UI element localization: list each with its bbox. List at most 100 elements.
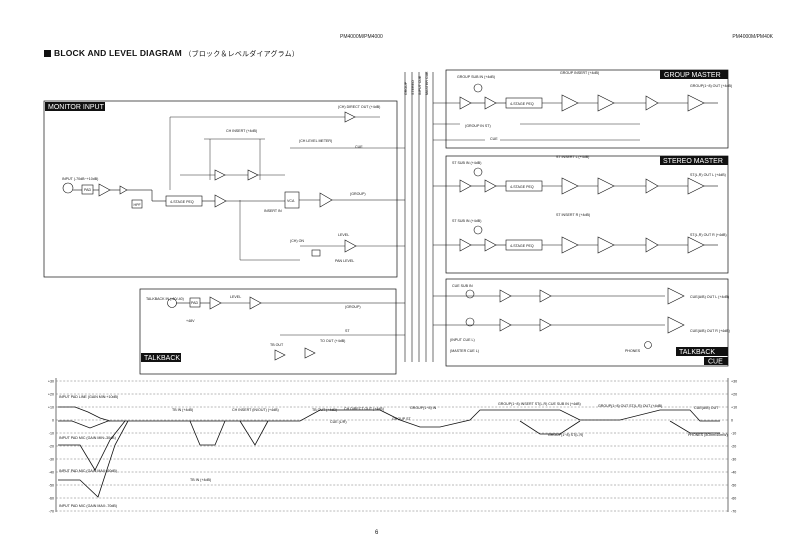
tb-level-amp (249, 296, 262, 310)
talkback-label: TALKBACK (144, 355, 180, 362)
phantom-label: +48V (186, 319, 195, 323)
st-r-amp2 (484, 238, 497, 252)
level-trace-line (58, 406, 111, 422)
right-tick-label: -30 (731, 458, 736, 462)
tb-group-label: (GROUP) (345, 305, 361, 309)
st-r-insert-return (597, 236, 615, 254)
monitor-input-label: MONITOR INPUT (48, 104, 105, 111)
left-tick-label: -60 (49, 497, 54, 501)
level-trace-mic-max (58, 420, 129, 498)
ch-insert-label: CH INSERT (+4dB) (226, 129, 257, 133)
st-insert-r-label: ST INSERT R (+4dB) (556, 213, 590, 217)
right-tick-label: -70 (731, 510, 736, 514)
title-japanese: （ブロック＆レベルダイアグラム） (184, 51, 300, 58)
right-tick-label: +30 (731, 380, 737, 384)
talkback-in-label: TALKBACK IN (-60/-40) (146, 297, 184, 301)
cue-r-amp1 (499, 318, 512, 332)
lv-group-in: GROUP(1~8) IN (410, 406, 437, 410)
header-center: PM4000M/PM4000 (340, 34, 383, 40)
header-right: PM4000M/PM40K (732, 34, 773, 40)
page-title: BLOCK AND LEVEL DIAGRAM （ブロック＆レベルダイアグラム） (44, 48, 299, 59)
to-out-amp (304, 347, 316, 359)
st-r-sum-amp (459, 238, 472, 252)
group-sum-amp (459, 96, 472, 110)
lv-tb-in: TB IN (+4dB) (172, 408, 193, 412)
ch-level-meter-label: (CH LEVEL METER) (299, 139, 332, 143)
phones-label: PHONES (625, 349, 641, 353)
peq-label: 4-STAGE PEQ (170, 200, 194, 204)
hpf-label: HPF (134, 203, 142, 207)
bus-label-master-cue: MASTER CUE (425, 71, 429, 95)
group-in-st-label: (GROUP IN ST) (465, 124, 491, 128)
group-cue-label: CUE (490, 137, 498, 141)
cue-sub-in-jack-r (465, 317, 475, 327)
left-tick-label: -70 (49, 510, 54, 514)
group-send-label: (GROUP) (350, 192, 366, 196)
title-main: BLOCK AND LEVEL DIAGRAM (54, 48, 182, 58)
cue-tag (704, 357, 728, 365)
title-bullet-icon (44, 50, 51, 57)
st-sub-in-label-l: ST SUB IN (+4dB) (452, 161, 481, 165)
monitor-input-section: MONITOR INPUT INPUT (-70dB~+10dB) PAD HP… (43, 100, 405, 278)
group-insert-return (597, 94, 615, 112)
talkback-frame (139, 288, 397, 375)
vca-label: VCA (287, 199, 295, 203)
bus-label-stereo: STEREO (411, 80, 415, 95)
group-master-tag (660, 70, 728, 79)
aux-amp (344, 239, 357, 253)
cue-section-label: CUE (708, 359, 723, 366)
lv-group-out: GROUP(1~8) OUT ST(L,R) OUT (+4dB) (598, 404, 662, 408)
st-sub-in-jack-l (473, 167, 483, 177)
left-tick-label: -10 (49, 432, 54, 436)
right-tick-label: -60 (731, 497, 736, 501)
talkback-right-tag (676, 347, 728, 356)
st-r-peq-label: 4-STAGE PEQ (510, 244, 534, 248)
st-insert-l-label: ST INSERT L (+4dB) (556, 155, 589, 159)
lv-group-st: GROUP ST (392, 417, 412, 421)
st-l-out-amp (687, 177, 705, 195)
cue-frame (445, 278, 729, 367)
talkback-tag (141, 353, 181, 362)
st-sub-in-label-r: ST SUB IN (+4dB) (452, 219, 481, 223)
tb-pad-block (189, 297, 201, 308)
xlr-input-icon (62, 182, 74, 194)
right-tick-label: -10 (731, 432, 736, 436)
tb-out-label: TB OUT (270, 343, 284, 347)
cue-l-amp1 (499, 289, 512, 303)
talkback-right-label: TALKBACK (679, 349, 715, 356)
level-grid (56, 380, 728, 512)
on-switch (311, 249, 321, 257)
right-tick-label: 0 (731, 419, 733, 423)
group-sub-in-label: GROUP SUB IN (+4dB) (457, 75, 495, 79)
level-trace-tb (189, 420, 226, 446)
master-cue-label: (MASTER CUE L) (450, 349, 479, 353)
stereo-master-frame (445, 155, 729, 274)
cue-out-r-label: CUE(A/B) OUT R (+4dB) (690, 329, 730, 333)
phones-jack-icon (644, 341, 652, 349)
group-master-section: GROUP MASTER GROUP SUB IN (+4dB) GROUP I… (433, 69, 732, 149)
lv-cue-l: CUE (L/R) (330, 420, 347, 424)
level-trace-ch-insert (239, 420, 269, 446)
lv-group-insert: GROUP(1~8) INSERT ST(L,R) CUE SUB IN (+4… (498, 402, 581, 406)
insert-in-label: INSERT IN (264, 209, 282, 213)
group-fader-amp (645, 95, 659, 111)
fader-amp (319, 192, 333, 208)
st-l-peq-label: 4-STAGE PEQ (510, 185, 534, 189)
cue-sub-in-jack-l (465, 289, 475, 299)
cue-r-out-amp (667, 316, 685, 334)
lv-tb-in2: TB IN (+4dB) (190, 478, 211, 482)
group-master-label: GROUP MASTER (664, 72, 721, 79)
level-trace-phones (669, 420, 720, 434)
ch-on-label: (CH) ON (290, 239, 304, 243)
cue-label: CUE (355, 145, 363, 149)
lv-input-mic: INPUT PAD MIC (GAIN MIN:-30dB) (59, 436, 116, 440)
monitor-input-frame (43, 100, 398, 278)
preamp-triangle (98, 183, 111, 197)
page-number: 6 (375, 530, 379, 536)
st-l-fader-amp (645, 178, 659, 194)
bus-label-group: GROUP (404, 81, 408, 95)
input-cue-label: (INPUT CUE L) (450, 338, 475, 342)
stereo-master-section: STEREO MASTER ST SUB IN (+4dB) ST INSERT… (433, 155, 729, 274)
level-trace-nominal (58, 409, 720, 429)
